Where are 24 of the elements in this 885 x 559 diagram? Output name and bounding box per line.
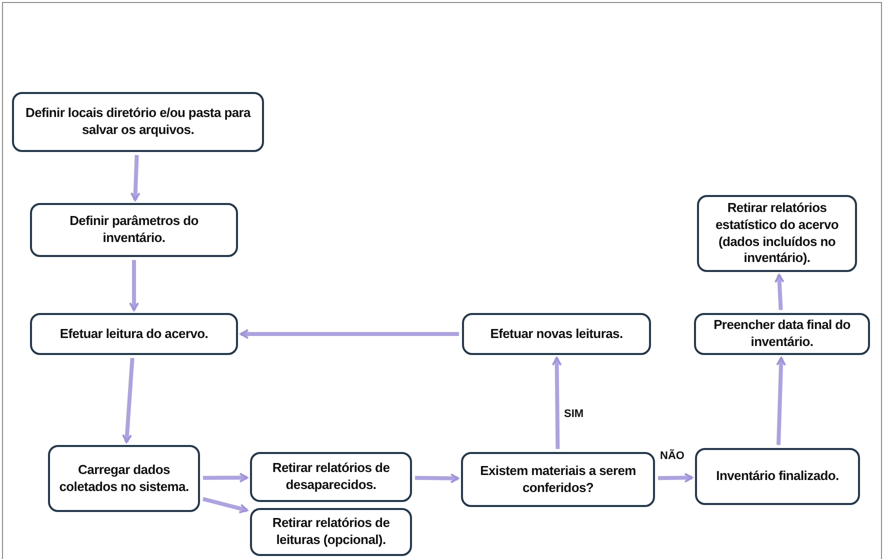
arrow [202, 496, 248, 514]
arrow [774, 274, 784, 310]
process-box: Retirar relatórios estatístico do acervo (dados incluídos no inventário). [697, 195, 857, 272]
arrow [129, 260, 139, 311]
process-box: Definir parâmetros do inventário. [30, 203, 238, 257]
arrow [658, 472, 693, 483]
process-box: Retirar relatórios de desaparecidos. [250, 452, 412, 502]
process-box: Inventário finalizado. [695, 448, 860, 505]
process-box: Efetuar novas leituras. [462, 313, 651, 355]
edge-label: SIM [563, 408, 585, 420]
arrow [776, 357, 786, 446]
process-box: Preencher data final do inventário. [694, 313, 870, 355]
arrow [122, 358, 134, 443]
arrow [202, 472, 248, 483]
process-box: Existem materiais a serem conferidos? [461, 452, 655, 507]
process-box: Retirar relatórios de leituras (opcional). [250, 508, 412, 556]
arrow [130, 154, 140, 201]
process-box: Carregar dados coletados no sistema. [48, 445, 200, 512]
process-box: Definir locais diretório e/ou pasta para salvar os arquivos. [12, 92, 264, 152]
edge-label: NÃO [659, 450, 686, 462]
arrow [240, 329, 459, 339]
arrow [414, 473, 459, 484]
arrow [552, 357, 562, 450]
process-box: Efetuar leitura do acervo. [30, 313, 238, 355]
